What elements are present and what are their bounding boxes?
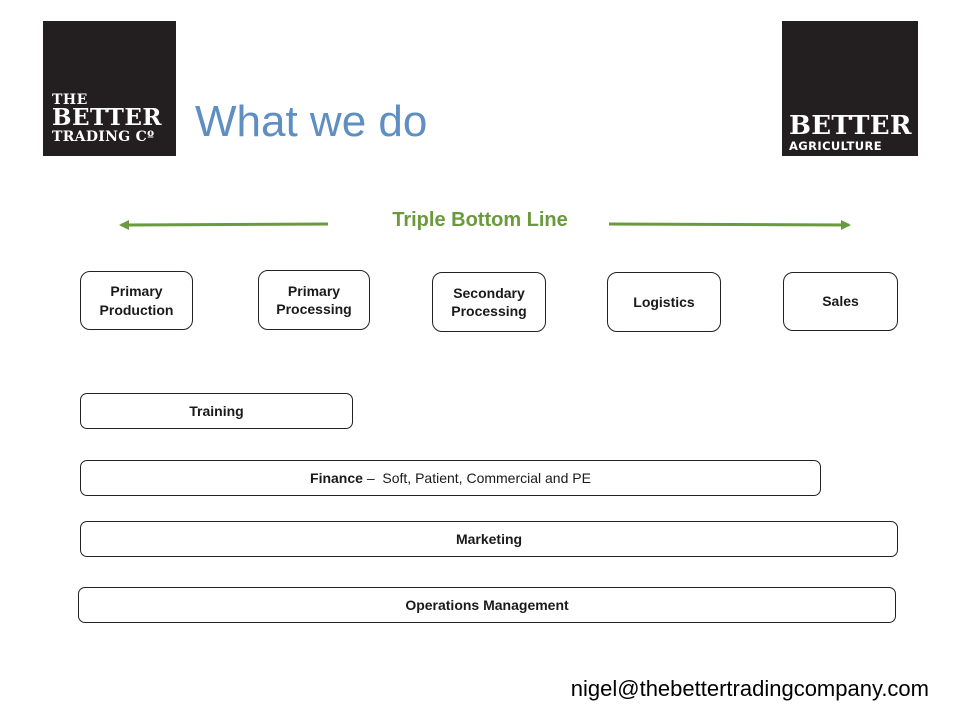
page-title: What we do <box>195 97 428 146</box>
logo-left-line-1: THE <box>52 92 88 108</box>
better-trading-co-logo: THE BETTER TRADING Cº <box>43 21 176 156</box>
finance-bar: Finance – Soft, Patient, Commercial and … <box>80 460 821 496</box>
triple-bottom-line-label: Triple Bottom Line <box>392 209 568 231</box>
finance-label: Finance <box>310 470 363 486</box>
operations-management-bar: Operations Management <box>78 587 896 623</box>
operations-management-label: Operations Management <box>405 597 569 613</box>
logo-right-line-2: AGRICULTURE <box>789 139 882 153</box>
finance-separator: – <box>362 470 383 486</box>
left-arrow <box>119 219 329 230</box>
stage-primary-processing: Primary Processing <box>258 270 370 330</box>
finance-detail: Soft, Patient, Commercial and PE <box>382 470 591 486</box>
better-agriculture-logo: BETTER AGRICULTURE <box>782 21 918 156</box>
logo-left-line-2: BETTER <box>52 104 163 131</box>
stage-secondary-processing: Secondary Processing <box>432 272 546 332</box>
training-bar: Training <box>80 393 353 429</box>
stage-sales: Sales <box>783 272 898 331</box>
right-arrow <box>608 219 851 230</box>
logo-left-line-3: TRADING Cº <box>52 129 155 145</box>
contact-email: nigel@thebettertradingcompany.com <box>570 676 929 701</box>
logo-right-line-1: BETTER <box>789 111 912 141</box>
training-label: Training <box>189 403 244 419</box>
marketing-label: Marketing <box>455 531 523 547</box>
marketing-bar: Marketing <box>80 521 898 557</box>
stage-primary-production: Primary Production <box>80 271 193 330</box>
stage-logistics: Logistics <box>607 272 721 332</box>
